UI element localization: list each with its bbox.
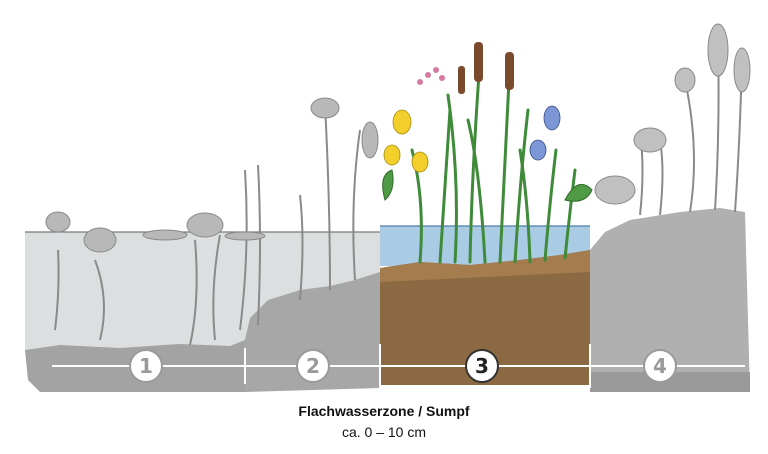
gray-zones (25, 23, 751, 392)
zone-3-shallow-water (380, 42, 593, 385)
zone-axis (52, 344, 745, 388)
zone-number: 1 (139, 354, 153, 378)
zone-marker-3-active: 3 (465, 349, 499, 383)
zone-number: 3 (475, 354, 489, 378)
zone-marker-2: 2 (296, 349, 330, 383)
zone-number: 2 (306, 354, 320, 378)
zone-title: Flachwasserzone / Sumpf (298, 403, 470, 419)
zone-marker-1: 1 (129, 349, 163, 383)
zone-marker-4: 4 (643, 349, 677, 383)
zone-depth: ca. 0 – 10 cm (341, 424, 427, 440)
zone-number: 4 (653, 354, 667, 378)
